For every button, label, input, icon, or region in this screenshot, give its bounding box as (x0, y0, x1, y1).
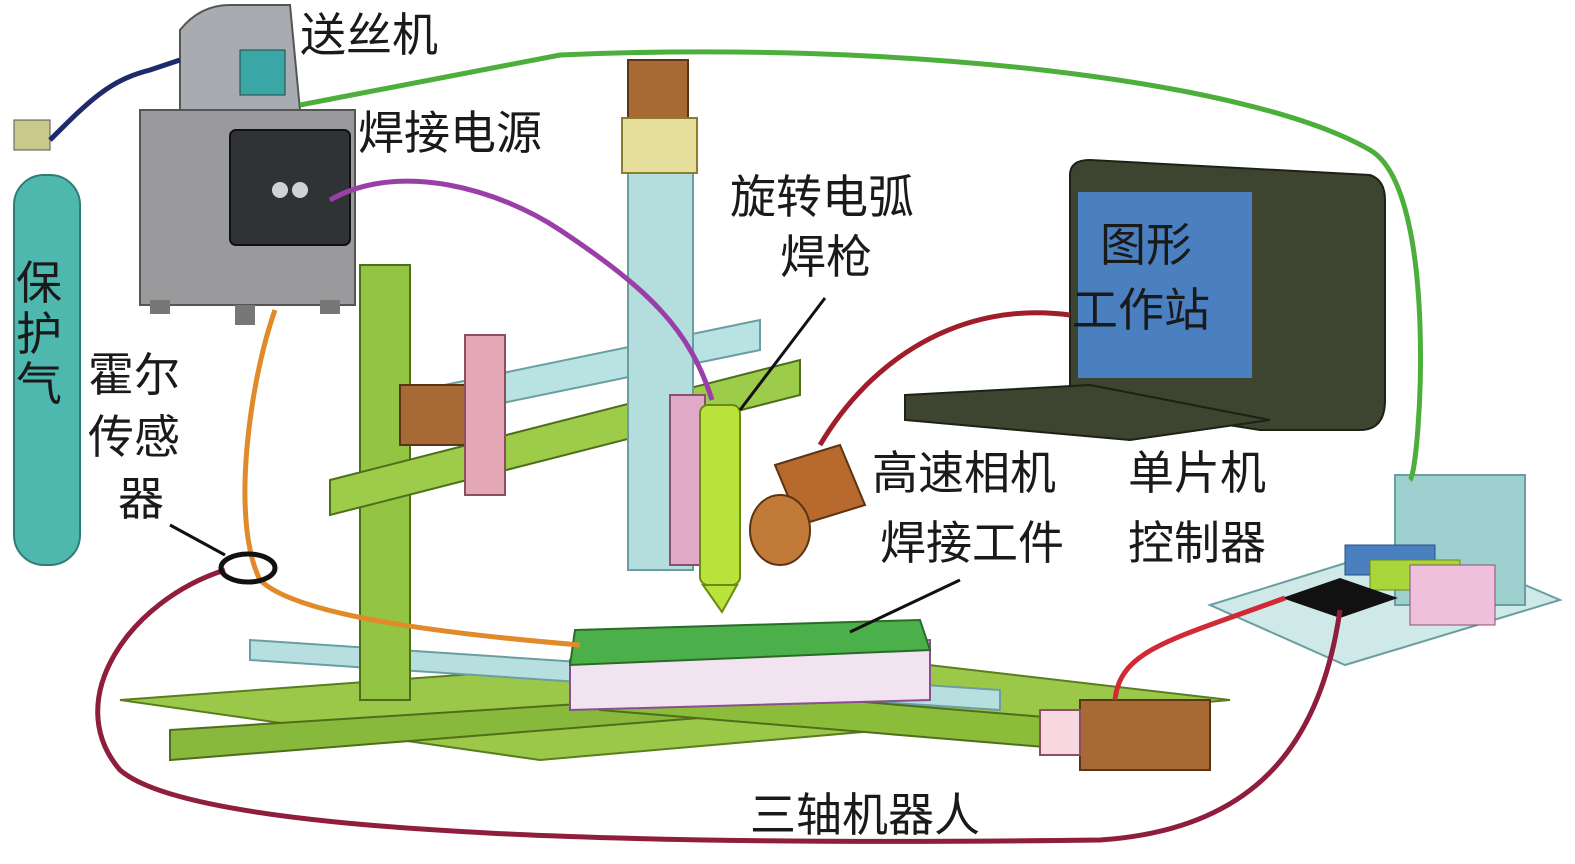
hall-sensor-leader (169, 523, 226, 557)
high-speed-camera (749, 443, 867, 566)
label-mcu-1: 单片机 (1128, 446, 1266, 500)
gas-regulator (13, 119, 51, 151)
signal-cable-green (299, 49, 1423, 482)
caster (150, 300, 170, 314)
keyboard-base (904, 383, 1271, 442)
monitor-screen (1078, 192, 1252, 378)
wire-feeder-label-plate (239, 49, 286, 96)
module-pink (1409, 564, 1496, 626)
camera-lens (749, 494, 811, 566)
caster (235, 305, 255, 325)
label-workstation-2: 工作站 (1072, 283, 1210, 337)
torch-leader (738, 297, 827, 411)
label-torch-1: 旋转电弧 (730, 170, 914, 224)
mcu-controller (1207, 474, 1563, 667)
knob-right (292, 182, 308, 198)
label-mcu-2: 控制器 (1128, 516, 1266, 570)
label-workpiece: 焊接工件 (880, 516, 1064, 570)
shielding-gas-cylinder (13, 119, 81, 566)
mcu-chip (1282, 578, 1398, 618)
torch-body (699, 404, 741, 586)
graphic-workstation (904, 158, 1386, 442)
camera-cable (817, 310, 1071, 447)
label-shield-gas: 保护气 (16, 256, 62, 412)
welding-workpiece-plate (568, 618, 932, 667)
power-cable-purple (328, 178, 715, 401)
wire-feeder (179, 4, 302, 111)
z-axis-motor (627, 59, 689, 121)
label-robot: 三轴机器人 (750, 788, 980, 842)
label-torch-2: 焊枪 (780, 230, 872, 284)
rotating-arc-torch (669, 394, 741, 614)
label-wire-feeder: 送丝机 (300, 8, 438, 62)
label-hall-sensor-2: 传感 (88, 410, 180, 464)
control-panel (229, 129, 351, 246)
label-camera: 高速相机 (872, 446, 1056, 500)
y-axis-motor (1079, 699, 1211, 771)
label-power-source: 焊接电源 (358, 106, 542, 160)
gas-hose (48, 57, 181, 142)
knob-left (272, 182, 288, 198)
torch-nozzle (701, 584, 739, 614)
workpiece-leader (849, 578, 961, 634)
label-workstation-1: 图形 (1100, 218, 1192, 272)
caster (320, 300, 340, 314)
motor-cable (1112, 595, 1286, 701)
control-cable-crimson (95, 567, 1343, 844)
z-axis-coupling (621, 117, 698, 174)
hall-sensor-ring (218, 551, 278, 585)
label-hall-sensor-3: 器 (118, 472, 164, 526)
gas-cylinder-body (13, 174, 81, 566)
label-hall-sensor-1: 霍尔 (88, 348, 180, 402)
x-axis-plate (464, 334, 506, 496)
y-axis-coupling (1039, 709, 1081, 756)
x-axis-motor (399, 384, 466, 446)
welding-power-source (139, 109, 356, 325)
